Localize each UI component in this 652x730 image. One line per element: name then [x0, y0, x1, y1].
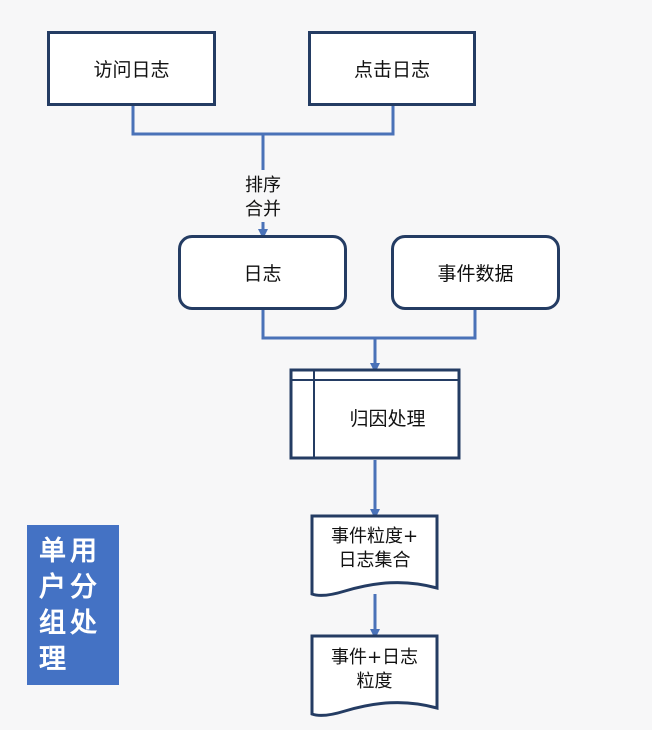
attribution-box-frame — [289, 368, 461, 460]
log-box: 日志 — [178, 235, 347, 310]
attribution-label: 归因处理 — [349, 408, 426, 430]
single-user-group-processing-panel: 单用户分组处理 — [27, 525, 119, 685]
event-granularity-log-set-label: 事件粒度+ 日志集合 — [330, 526, 419, 571]
connector-access-log — [131, 104, 395, 136]
access-log-box: 访问日志 — [47, 31, 216, 106]
merge-label: 排序 合并 — [245, 175, 281, 220]
connector-log-event-join — [261, 308, 477, 340]
doc-shape-event-granularity-log-set — [310, 514, 439, 597]
event-log-granularity-label: 事件+日志 粒度 — [330, 647, 419, 692]
click-log-box: 点击日志 — [308, 31, 476, 106]
doc-shape-event-log-granularity — [310, 634, 439, 717]
event-data-box: 事件数据 — [391, 235, 560, 310]
